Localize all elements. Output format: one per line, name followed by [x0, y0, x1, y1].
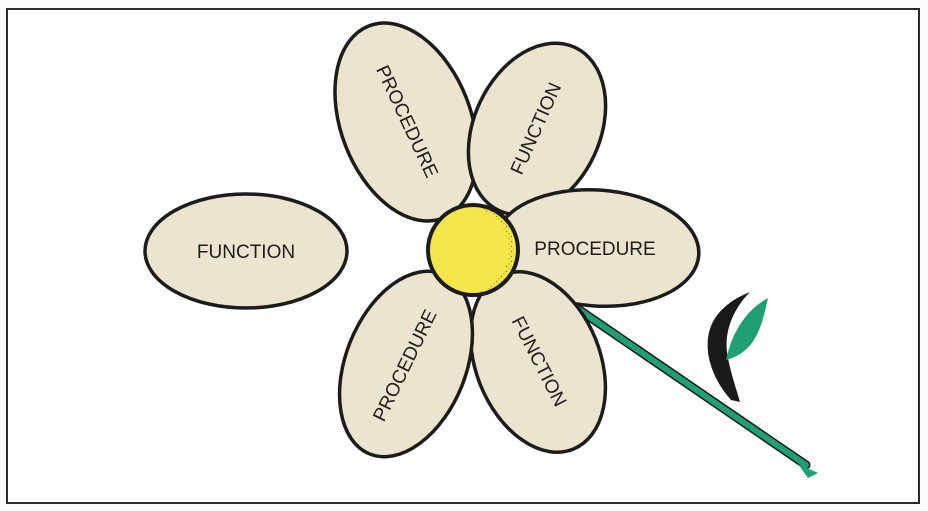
flower-center	[428, 205, 518, 295]
detached-petal-label: FUNCTION	[197, 242, 295, 263]
petal-3-label: PROCEDURE	[534, 239, 655, 260]
detached-petal: FUNCTION	[145, 194, 347, 308]
